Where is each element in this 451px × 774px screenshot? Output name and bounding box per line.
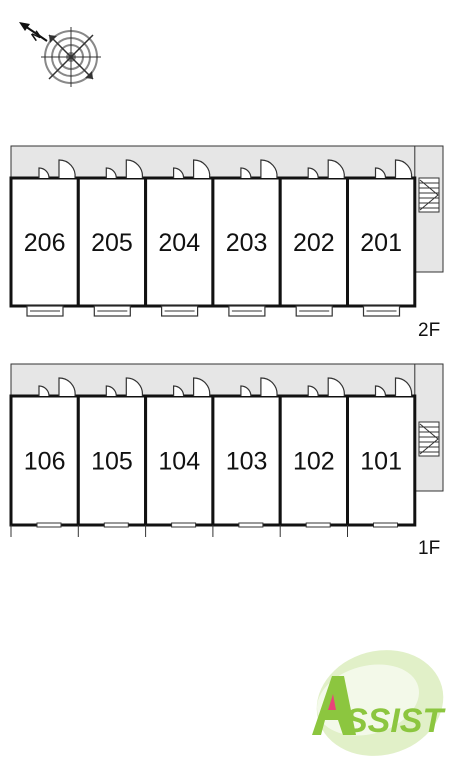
stairs-2f xyxy=(418,177,440,213)
window xyxy=(103,522,129,528)
door-icon xyxy=(327,377,345,397)
door-icon xyxy=(58,377,76,397)
door-icon xyxy=(394,159,413,179)
compass-rose-icon xyxy=(41,27,101,87)
unit-number: 106 xyxy=(24,448,66,476)
door-icon xyxy=(193,159,211,179)
unit-104: 104 xyxy=(144,377,215,537)
door-icon xyxy=(38,385,50,397)
logo-wordmark: SSIST xyxy=(345,702,446,740)
unit-201: 201 xyxy=(346,159,417,317)
door-icon xyxy=(260,159,278,179)
unit-number: 202 xyxy=(293,229,335,257)
door-icon xyxy=(240,167,252,179)
unit-number: 105 xyxy=(91,448,133,476)
window xyxy=(171,522,197,528)
unit-number: 102 xyxy=(293,448,335,476)
unit-number: 101 xyxy=(360,448,402,476)
door-icon xyxy=(173,385,185,397)
floor-2f: 206 205 204 203 202 201 xyxy=(9,145,444,317)
door-icon xyxy=(307,167,319,179)
door-icon xyxy=(173,167,185,179)
door-icon xyxy=(240,385,252,397)
door-icon xyxy=(58,159,76,179)
door-icon xyxy=(394,377,413,397)
unit-105: 105 xyxy=(76,377,148,537)
door-icon xyxy=(307,385,319,397)
unit-number: 206 xyxy=(24,229,66,257)
unit-number: 103 xyxy=(226,448,268,476)
floor-label-2f: 2F xyxy=(418,320,440,341)
unit-103: 103 xyxy=(211,377,282,537)
window xyxy=(305,522,331,528)
door-icon xyxy=(105,385,117,397)
stairs-1f xyxy=(418,421,440,457)
door-icon xyxy=(125,159,143,179)
north-arrow-icon xyxy=(19,22,48,42)
assist-logo: SSIST xyxy=(312,650,446,756)
unit-106: 106 xyxy=(9,377,80,537)
window xyxy=(36,522,62,528)
unit-101: 101 xyxy=(346,377,417,537)
unit-number: 104 xyxy=(158,448,200,476)
window xyxy=(238,522,264,528)
unit-outline xyxy=(278,176,350,308)
unit-206: 206 xyxy=(9,159,80,317)
unit-number: 205 xyxy=(91,229,133,257)
window xyxy=(373,522,398,528)
unit-203: 203 xyxy=(211,159,282,317)
door-icon xyxy=(38,167,50,179)
unit-number: 204 xyxy=(158,229,200,257)
door-icon xyxy=(374,385,387,397)
floor-1f: 106 105 104 103 102 101 xyxy=(9,363,444,537)
unit-204: 204 xyxy=(144,159,215,317)
unit-number: 201 xyxy=(360,229,402,257)
unit-202: 202 xyxy=(278,159,350,317)
unit-205: 205 xyxy=(76,159,148,317)
door-icon xyxy=(193,377,211,397)
door-icon xyxy=(125,377,143,397)
unit-number: 203 xyxy=(226,229,268,257)
north-label: N xyxy=(29,28,44,44)
door-icon xyxy=(260,377,278,397)
door-icon xyxy=(374,167,387,179)
floor-label-1f: 1F xyxy=(418,538,440,559)
compass: N xyxy=(19,22,101,87)
door-icon xyxy=(327,159,345,179)
unit-102: 102 xyxy=(278,377,350,537)
door-icon xyxy=(105,167,117,179)
